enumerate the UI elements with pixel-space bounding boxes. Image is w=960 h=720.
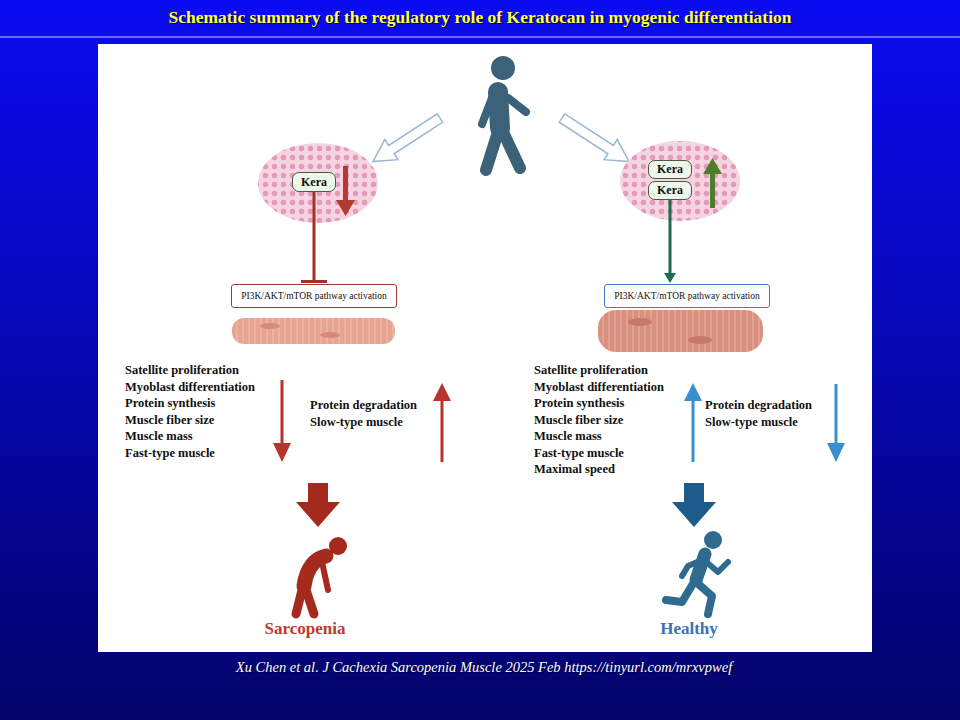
muscle-fiber [598,310,763,352]
node-text: Kera [657,183,683,198]
effect-label: Satellite proliferation [534,364,648,377]
outcome-label: Sarcopenia [265,620,346,637]
connector-head [664,273,676,283]
kera-box: Kera [648,181,692,200]
effect-label: Fast-type muscle [125,447,215,460]
node-text: PI3K/AKT/mTOR pathway activation [241,291,386,301]
node-text: Kera [657,162,683,177]
increase-arrow [433,383,451,462]
decrease-arrow [336,166,355,216]
bent-person [296,537,347,614]
connector-line [313,192,316,283]
kera-box: Kera [648,160,692,179]
node-text: PI3K/AKT/mTOR pathway activation [614,291,759,301]
effect-label: Muscle fiber size [534,414,623,427]
effect-label: Maximal speed [534,463,615,476]
hollow-arrow [366,108,446,172]
pathway-box: PI3K/AKT/mTOR pathway activation [604,284,770,308]
title-rule [0,37,960,38]
outcome-label: Healthy [660,620,718,637]
decrease-arrow [273,380,291,462]
effect-label: Protein synthesis [125,397,215,410]
pathway-box: PI3K/AKT/mTOR pathway activation [231,284,397,308]
effect-label: Fast-type muscle [534,447,624,460]
panel [98,44,872,652]
connector-head [301,280,327,283]
title: Schematic summary of the regulatory role… [168,7,791,28]
decrease-arrow [827,384,845,462]
connector-line [669,200,672,275]
muscle-tissue [620,141,740,221]
increase-arrow [684,383,702,462]
connector [664,200,676,283]
effect-label: Protein degradation [705,399,812,412]
effect-label: Slow-type muscle [310,416,403,429]
running-person [666,531,728,614]
increase-arrow [703,158,722,208]
kera-box: Kera [292,172,336,192]
hollow-arrow [555,108,635,172]
muscle-tissue [258,143,378,223]
caption: Xu Chen et al. J Cachexia Sarcopenia Mus… [236,659,732,676]
muscle-fiber [232,318,395,344]
effect-label: Satellite proliferation [125,364,239,377]
effect-label: Muscle mass [534,430,602,443]
effect-label: Protein degradation [310,399,417,412]
effect-label: Muscle mass [125,430,193,443]
effect-label: Myoblast differentiation [125,381,255,394]
outcome-arrow [672,483,716,527]
connector [301,192,327,283]
outcome-arrow [296,483,340,527]
effect-label: Myoblast differentiation [534,381,664,394]
effect-label: Slow-type muscle [705,416,798,429]
effect-label: Muscle fiber size [125,414,214,427]
effect-label: Protein synthesis [534,397,624,410]
walking-person [482,56,526,170]
node-text: Kera [301,175,327,190]
